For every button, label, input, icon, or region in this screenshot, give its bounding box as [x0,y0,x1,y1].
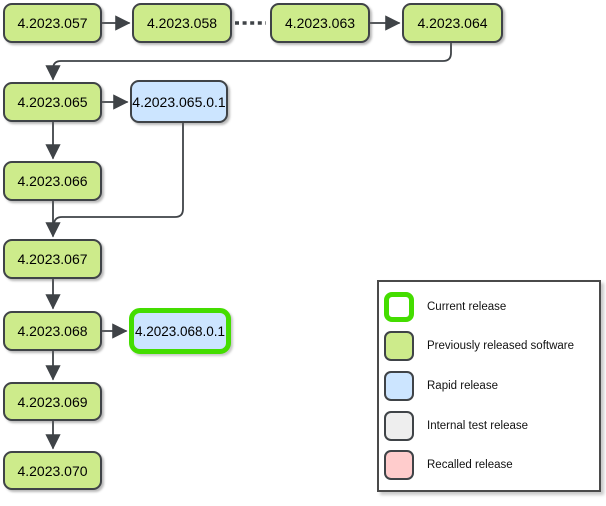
current-release-swatch [384,291,414,322]
legend-item-previously-released: Previously released software [384,327,593,365]
node-4-2023-070: 4.2023.070 [3,451,102,490]
legend-label: Previously released software [427,340,575,353]
recalled-release-swatch [384,450,414,481]
legend-item-recalled-release: Recalled release [384,446,593,484]
node-4-2023-065-0-1: 4.2023.065.0.1 [130,80,228,123]
node-4-2023-064: 4.2023.064 [402,3,503,43]
node-4-2023-057: 4.2023.057 [3,3,102,43]
legend-label: Rapid release [427,379,498,392]
legend-label: Internal test release [427,419,529,432]
legend-label: Recalled release [427,459,513,472]
node-4-2023-068-0-1-current-release: 4.2023.068.0.1 [129,308,231,354]
legend-item-internal-test-release: Internal test release [384,407,593,445]
node-4-2023-063: 4.2023.063 [270,3,370,43]
legend: Current release Previously released soft… [377,280,601,492]
node-4-2023-068: 4.2023.068 [3,311,102,351]
legend-item-current-release: Current release [384,288,593,326]
node-4-2023-065: 4.2023.065 [3,82,102,122]
node-4-2023-069: 4.2023.069 [3,382,102,421]
legend-item-rapid-release: Rapid release [384,367,593,405]
connector-064-065 [45,42,452,81]
rapid-release-swatch [384,370,414,401]
node-4-2023-058: 4.2023.058 [132,3,232,43]
connector-06501-067 [53,122,184,229]
node-4-2023-067: 4.2023.067 [3,239,102,279]
previously-released-swatch [384,331,414,362]
node-4-2023-066: 4.2023.066 [3,161,102,201]
legend-label: Current release [427,300,507,313]
internal-test-release-swatch [384,410,414,441]
